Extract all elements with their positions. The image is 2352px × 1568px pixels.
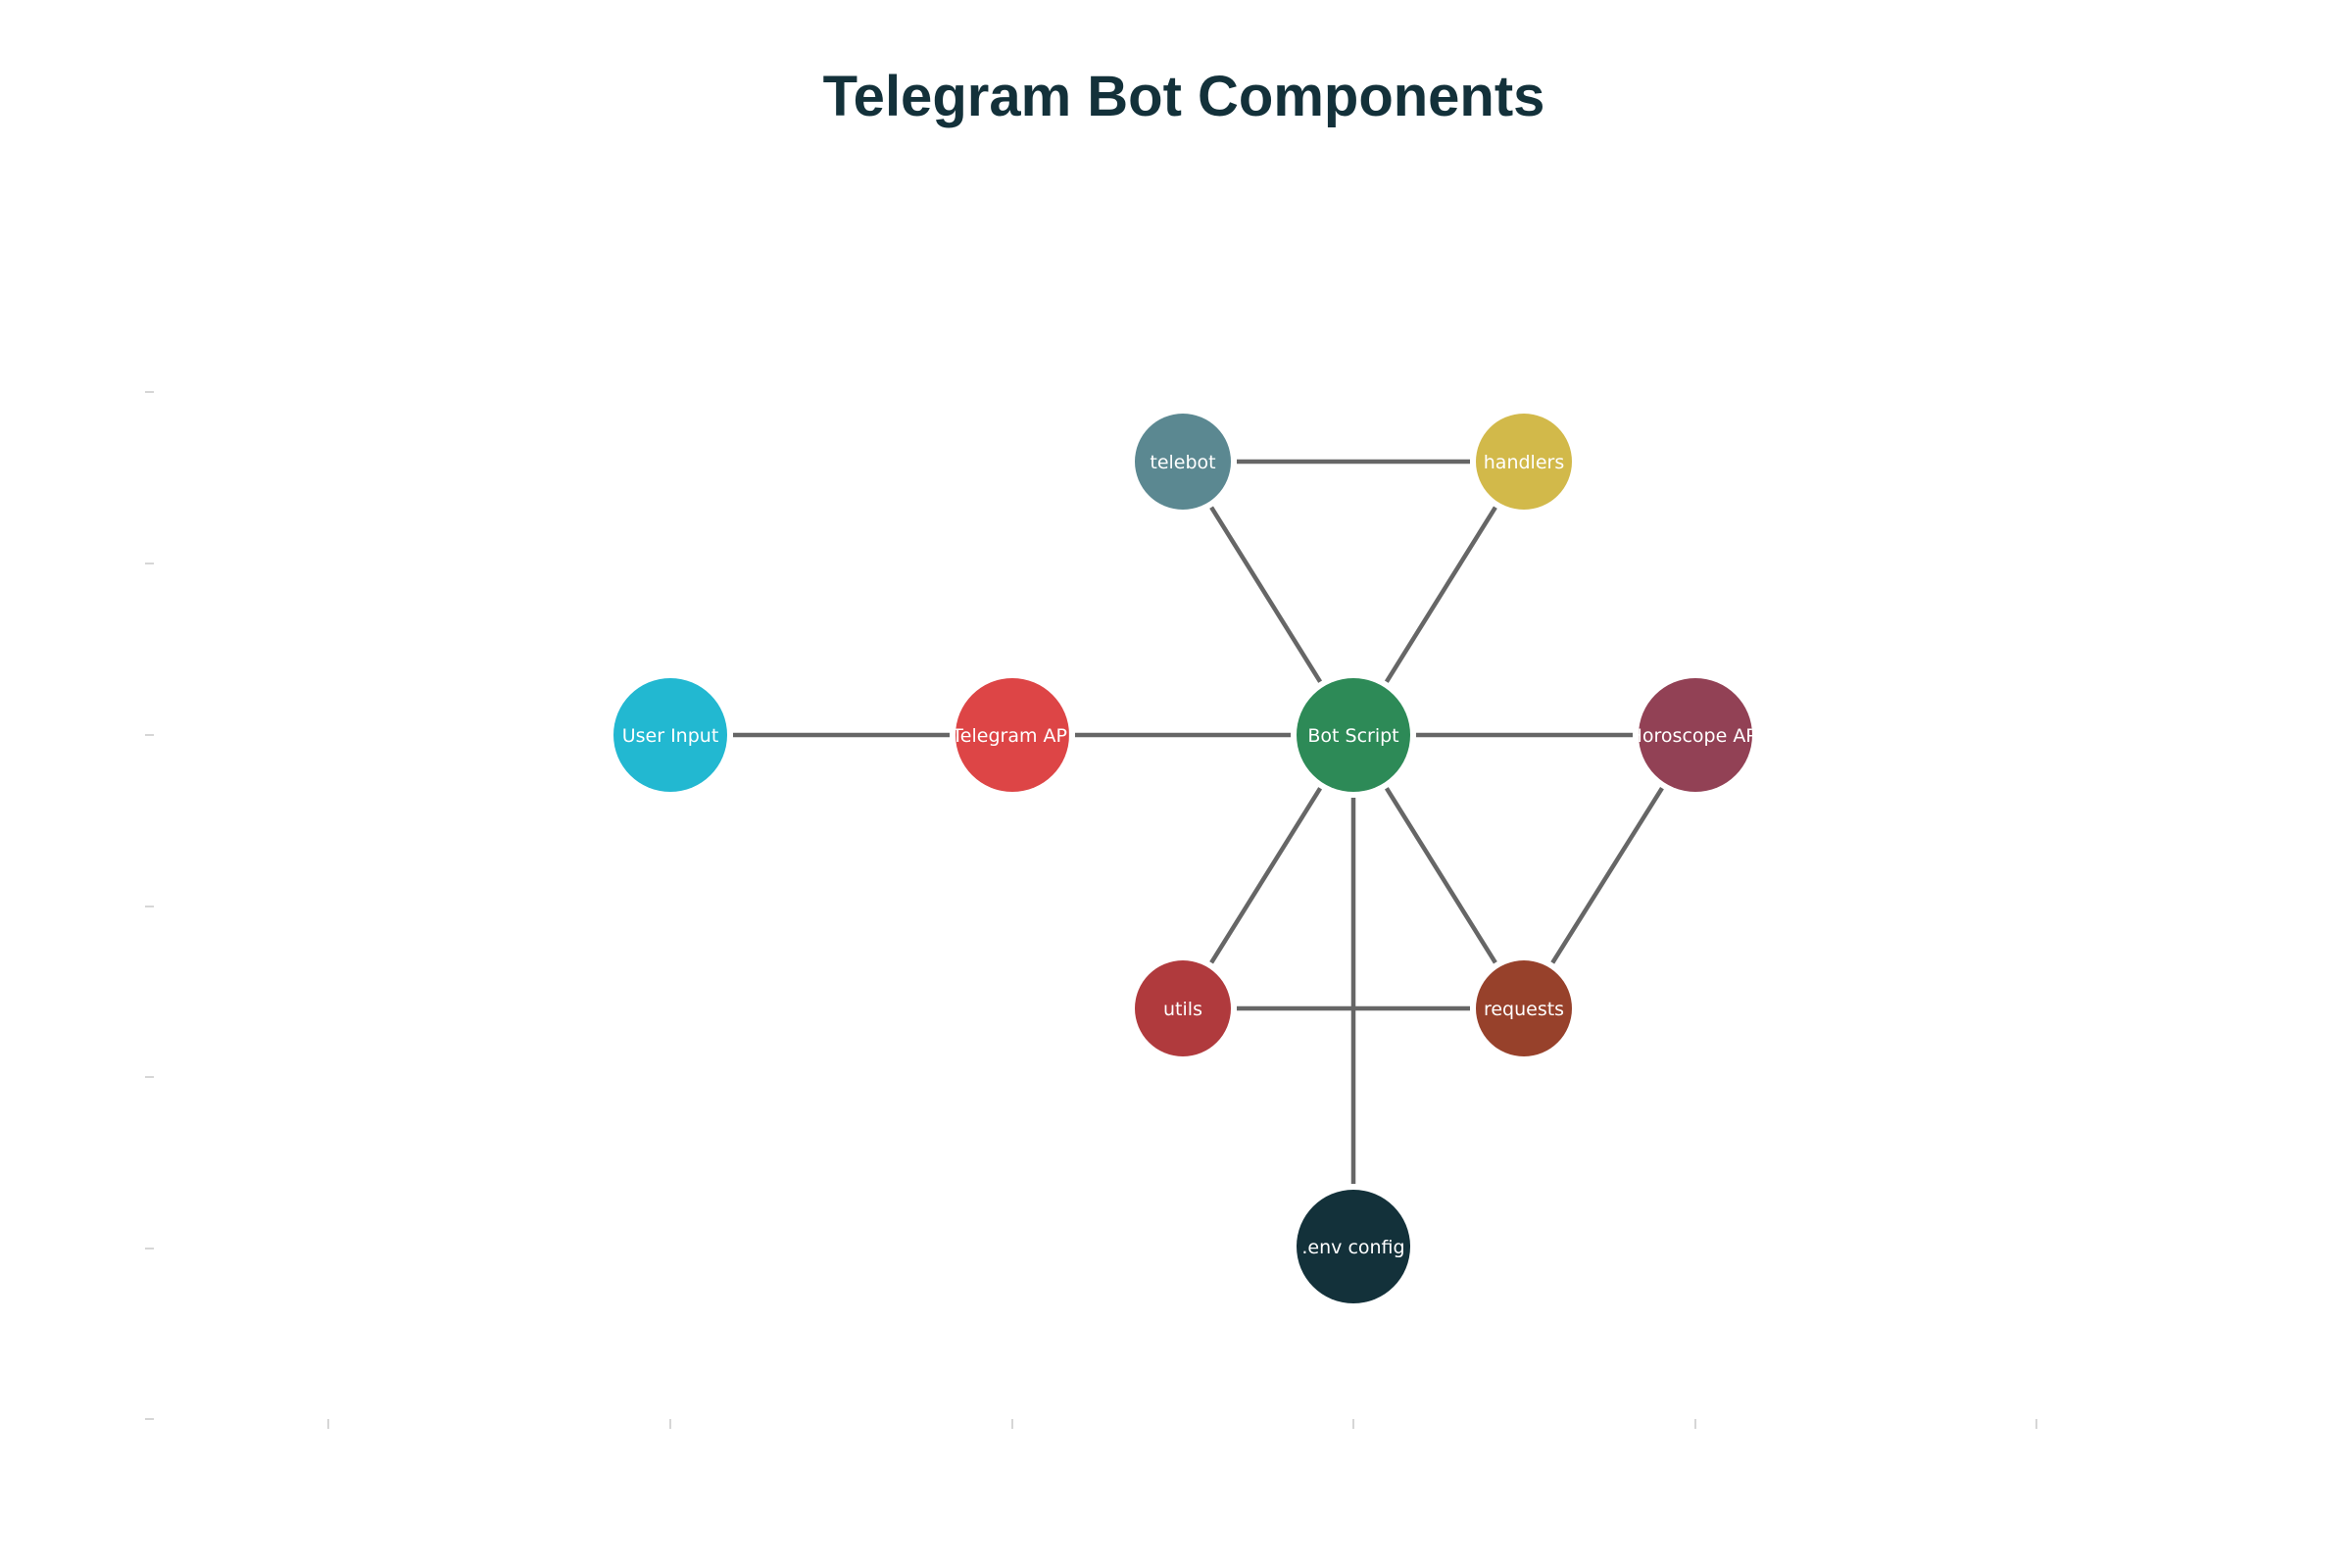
node-horoscope-api: Horoscope API — [1629, 678, 1763, 792]
node-env-config: .env config — [1297, 1190, 1410, 1303]
node-label: User Input — [622, 725, 719, 747]
node-requests: requests — [1476, 960, 1572, 1056]
node-circle — [1476, 960, 1572, 1056]
node-label: handlers — [1484, 452, 1564, 473]
node-circle — [1476, 414, 1572, 510]
node-label: telebot — [1150, 452, 1215, 473]
node-handlers: handlers — [1476, 414, 1572, 510]
node-label: Horoscope API — [1629, 725, 1763, 747]
node-circle — [613, 678, 727, 792]
node-circle — [1639, 678, 1752, 792]
node-telegram-api: Telegram API — [951, 678, 1072, 792]
diagram-title: Telegram Bot Components — [823, 65, 1545, 128]
edge-bot-script-to-utils — [1209, 787, 1323, 964]
node-bot-script: Bot Script — [1297, 678, 1410, 792]
node-label: requests — [1484, 999, 1564, 1020]
edge-horoscope-api-to-requests — [1550, 787, 1664, 964]
node-label: utils — [1163, 999, 1202, 1020]
node-telebot: telebot — [1135, 414, 1231, 510]
node-label: .env config — [1301, 1237, 1404, 1258]
edge-bot-script-to-requests — [1384, 787, 1497, 964]
node-circle — [1297, 1190, 1410, 1303]
node-label: Bot Script — [1307, 725, 1398, 747]
nodes: User Input Telegram API Bot Script Horoscop… — [613, 414, 1763, 1303]
node-circle — [1135, 414, 1231, 510]
node-circle — [956, 678, 1069, 792]
node-utils: utils — [1135, 960, 1231, 1056]
axis-ticks — [145, 391, 2037, 1429]
edge-bot-script-to-handlers — [1384, 506, 1497, 683]
node-label: Telegram API — [951, 725, 1072, 747]
node-circle — [1297, 678, 1410, 792]
node-user-input: User Input — [613, 678, 727, 792]
edges — [733, 459, 1664, 1184]
node-circle — [1135, 960, 1231, 1056]
edge-bot-script-to-telebot — [1209, 506, 1323, 683]
